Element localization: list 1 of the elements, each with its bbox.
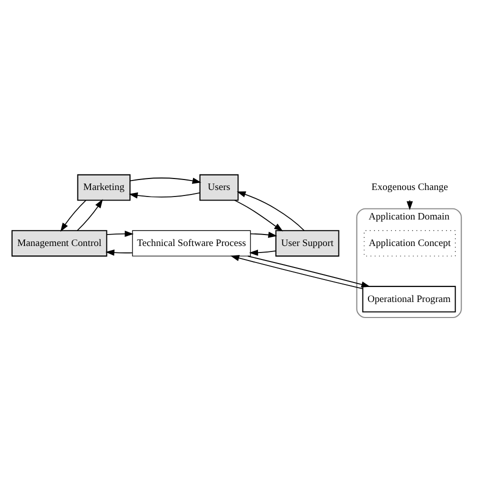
node-text: Exogenous Change: [371, 182, 448, 193]
